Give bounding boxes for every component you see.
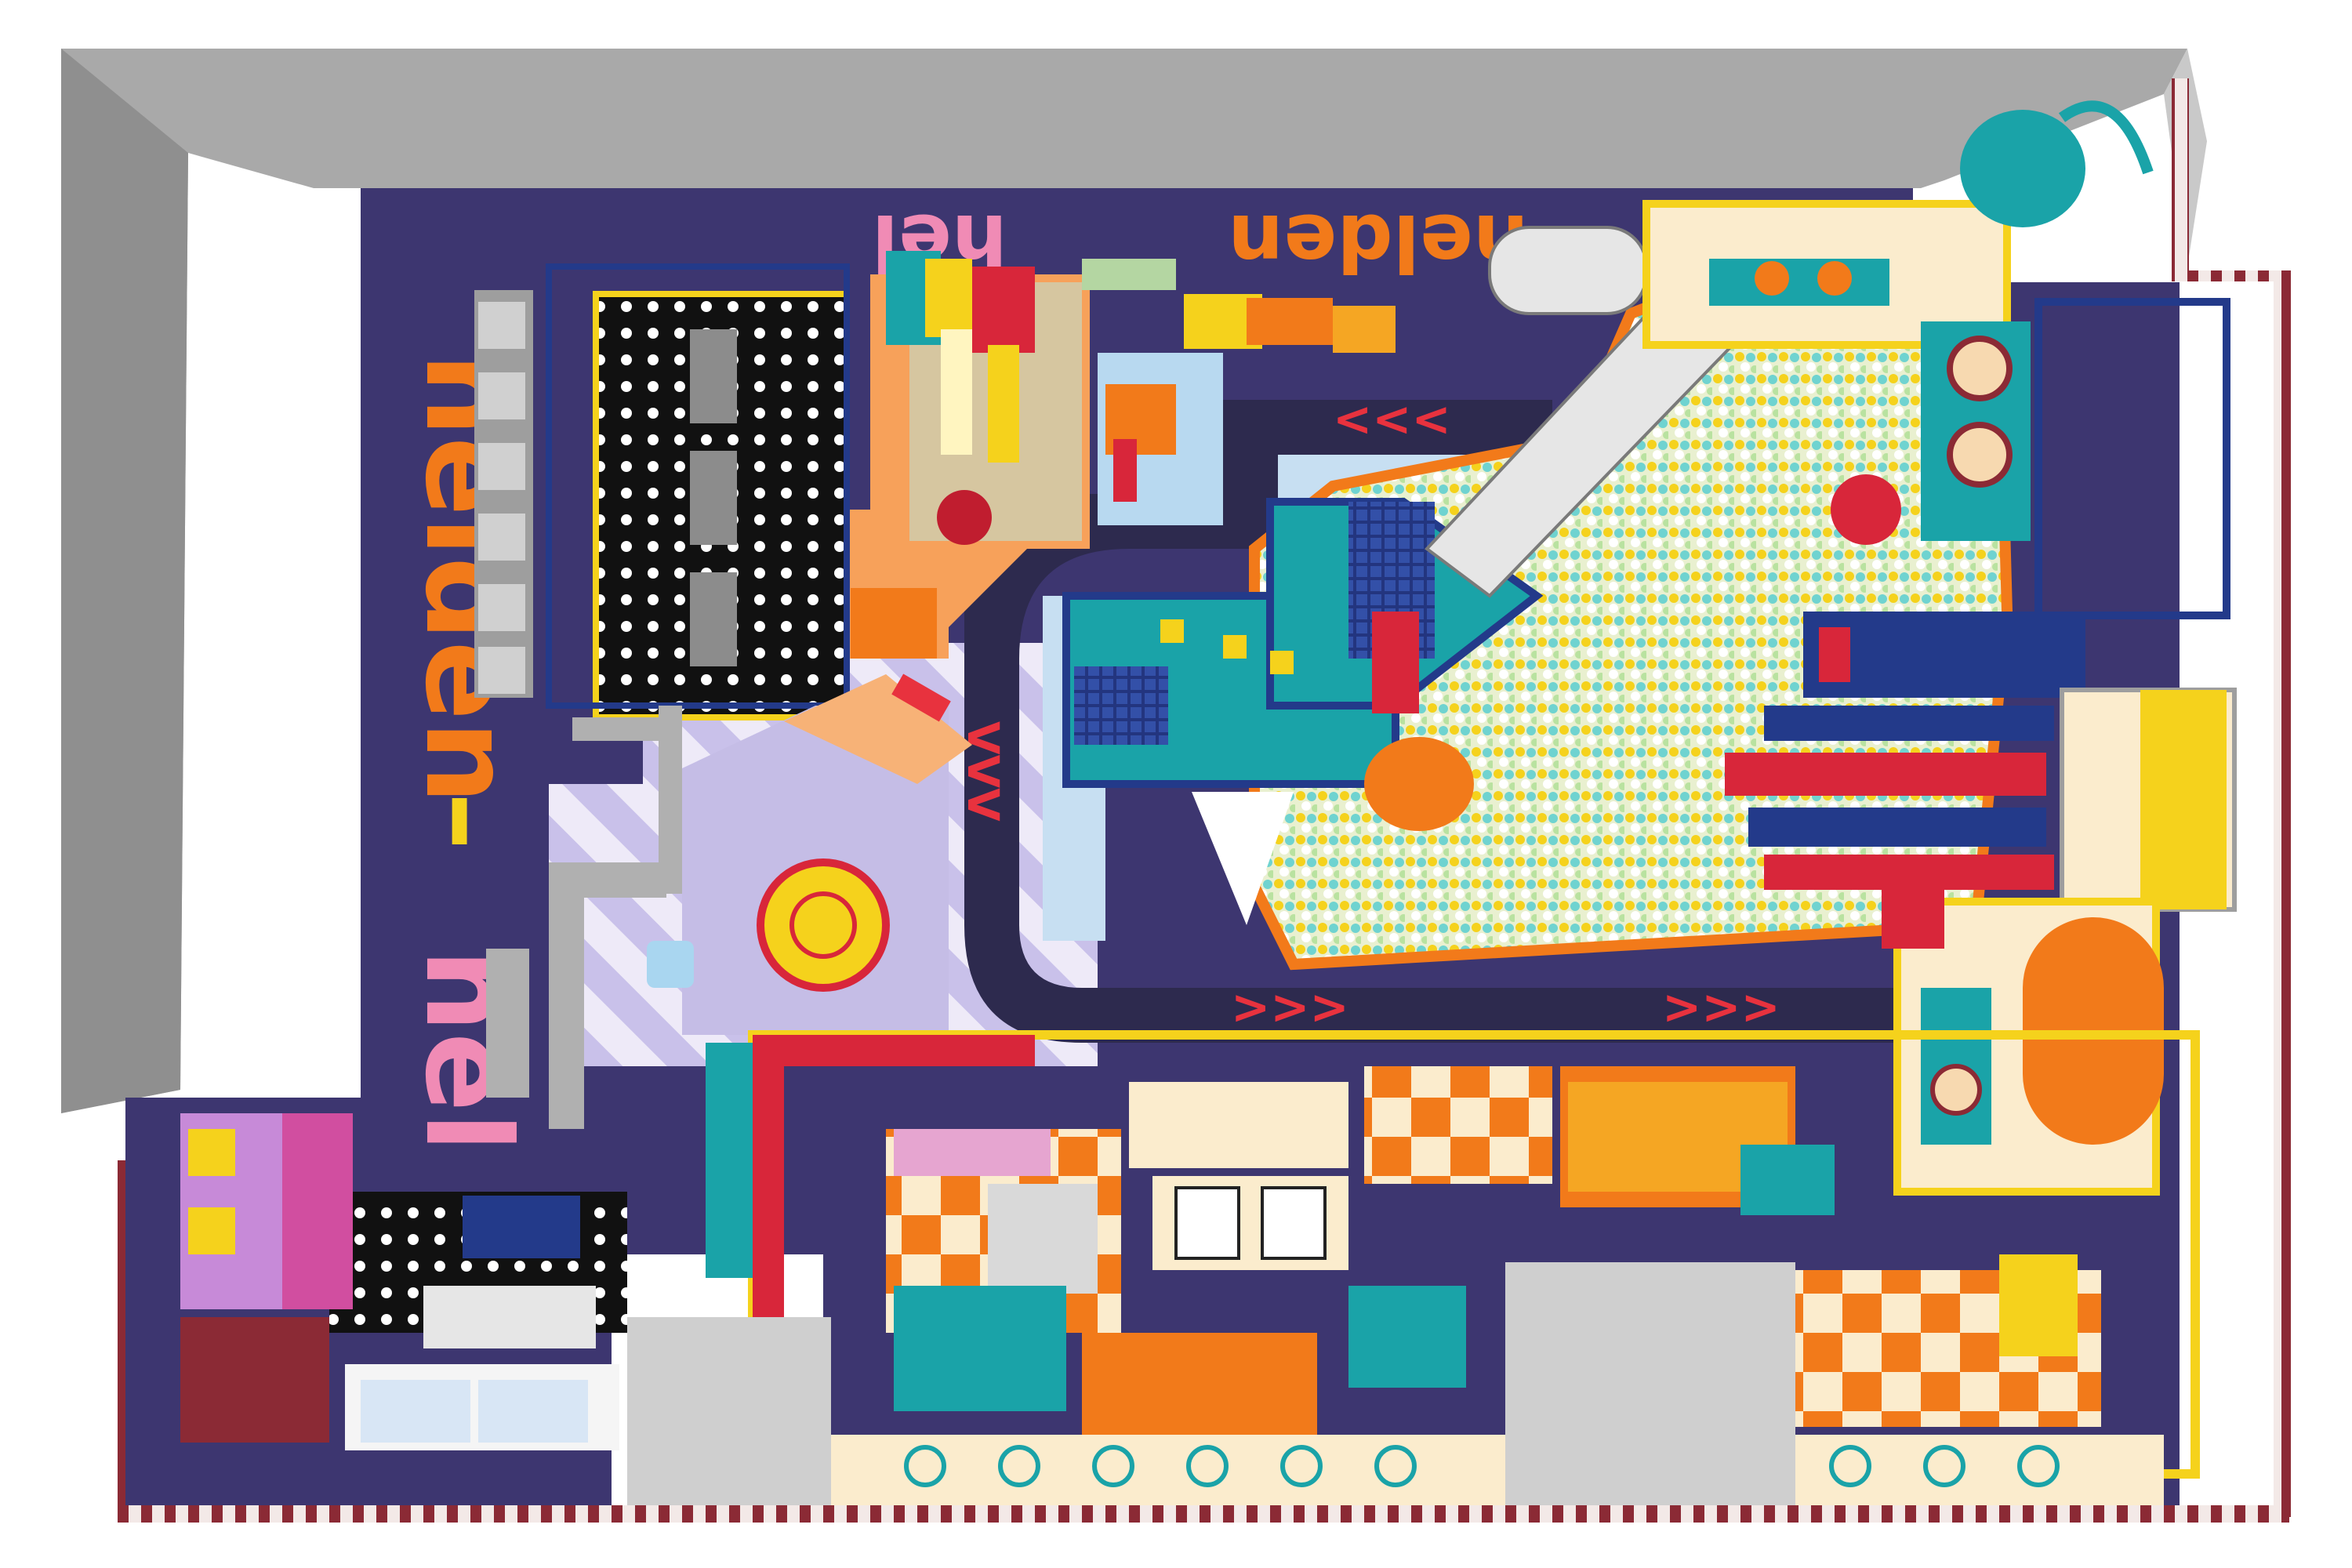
top-word-helden: helden: [1228, 197, 1529, 289]
upper-right-structure[interactable]: [1642, 100, 2230, 619]
ferris-wheel-toy: [757, 858, 890, 992]
lower-play-frame[interactable]: [706, 1030, 2200, 1479]
chevrons-bottom-right: >>>: [1662, 980, 1780, 1035]
chevrons-top: <<<: [1333, 392, 1451, 447]
vertical-dash: –: [399, 792, 535, 851]
slides[interactable]: [1725, 612, 2237, 912]
ride-on-zone[interactable]: [647, 673, 972, 1035]
arcade-zone[interactable]: [180, 1113, 627, 1450]
soft-play-blocks[interactable]: [1082, 259, 1396, 525]
climbing-tower[interactable]: [1062, 498, 1544, 925]
bottom-alcoves: [627, 1262, 2164, 1505]
toddler-area[interactable]: [847, 251, 1090, 659]
partition-walls: [486, 706, 682, 1129]
chevrons-down: VVV: [958, 721, 1008, 822]
ride-on-car: [647, 941, 694, 988]
chevrons-bottom-left: >>>: [1231, 980, 1349, 1035]
dining-zone[interactable]: [474, 263, 850, 720]
